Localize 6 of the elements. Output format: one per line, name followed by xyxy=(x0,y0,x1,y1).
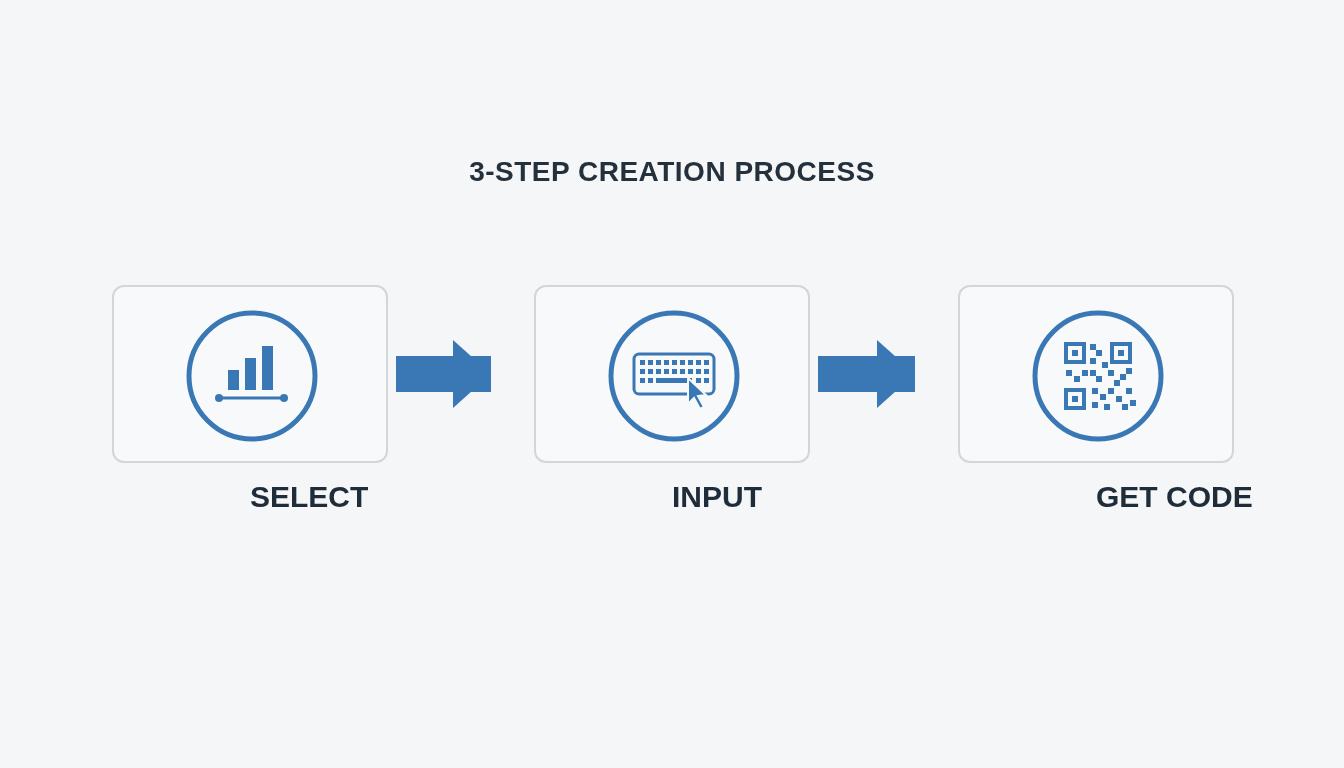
step-label: INPUT xyxy=(672,480,762,514)
diagram-title: 3-STEP CREATION PROCESS xyxy=(468,156,876,188)
step-label: GET CODE xyxy=(1096,480,1253,514)
step-label: SELECT xyxy=(250,480,369,514)
arrow xyxy=(818,340,915,408)
arrow xyxy=(396,340,491,408)
